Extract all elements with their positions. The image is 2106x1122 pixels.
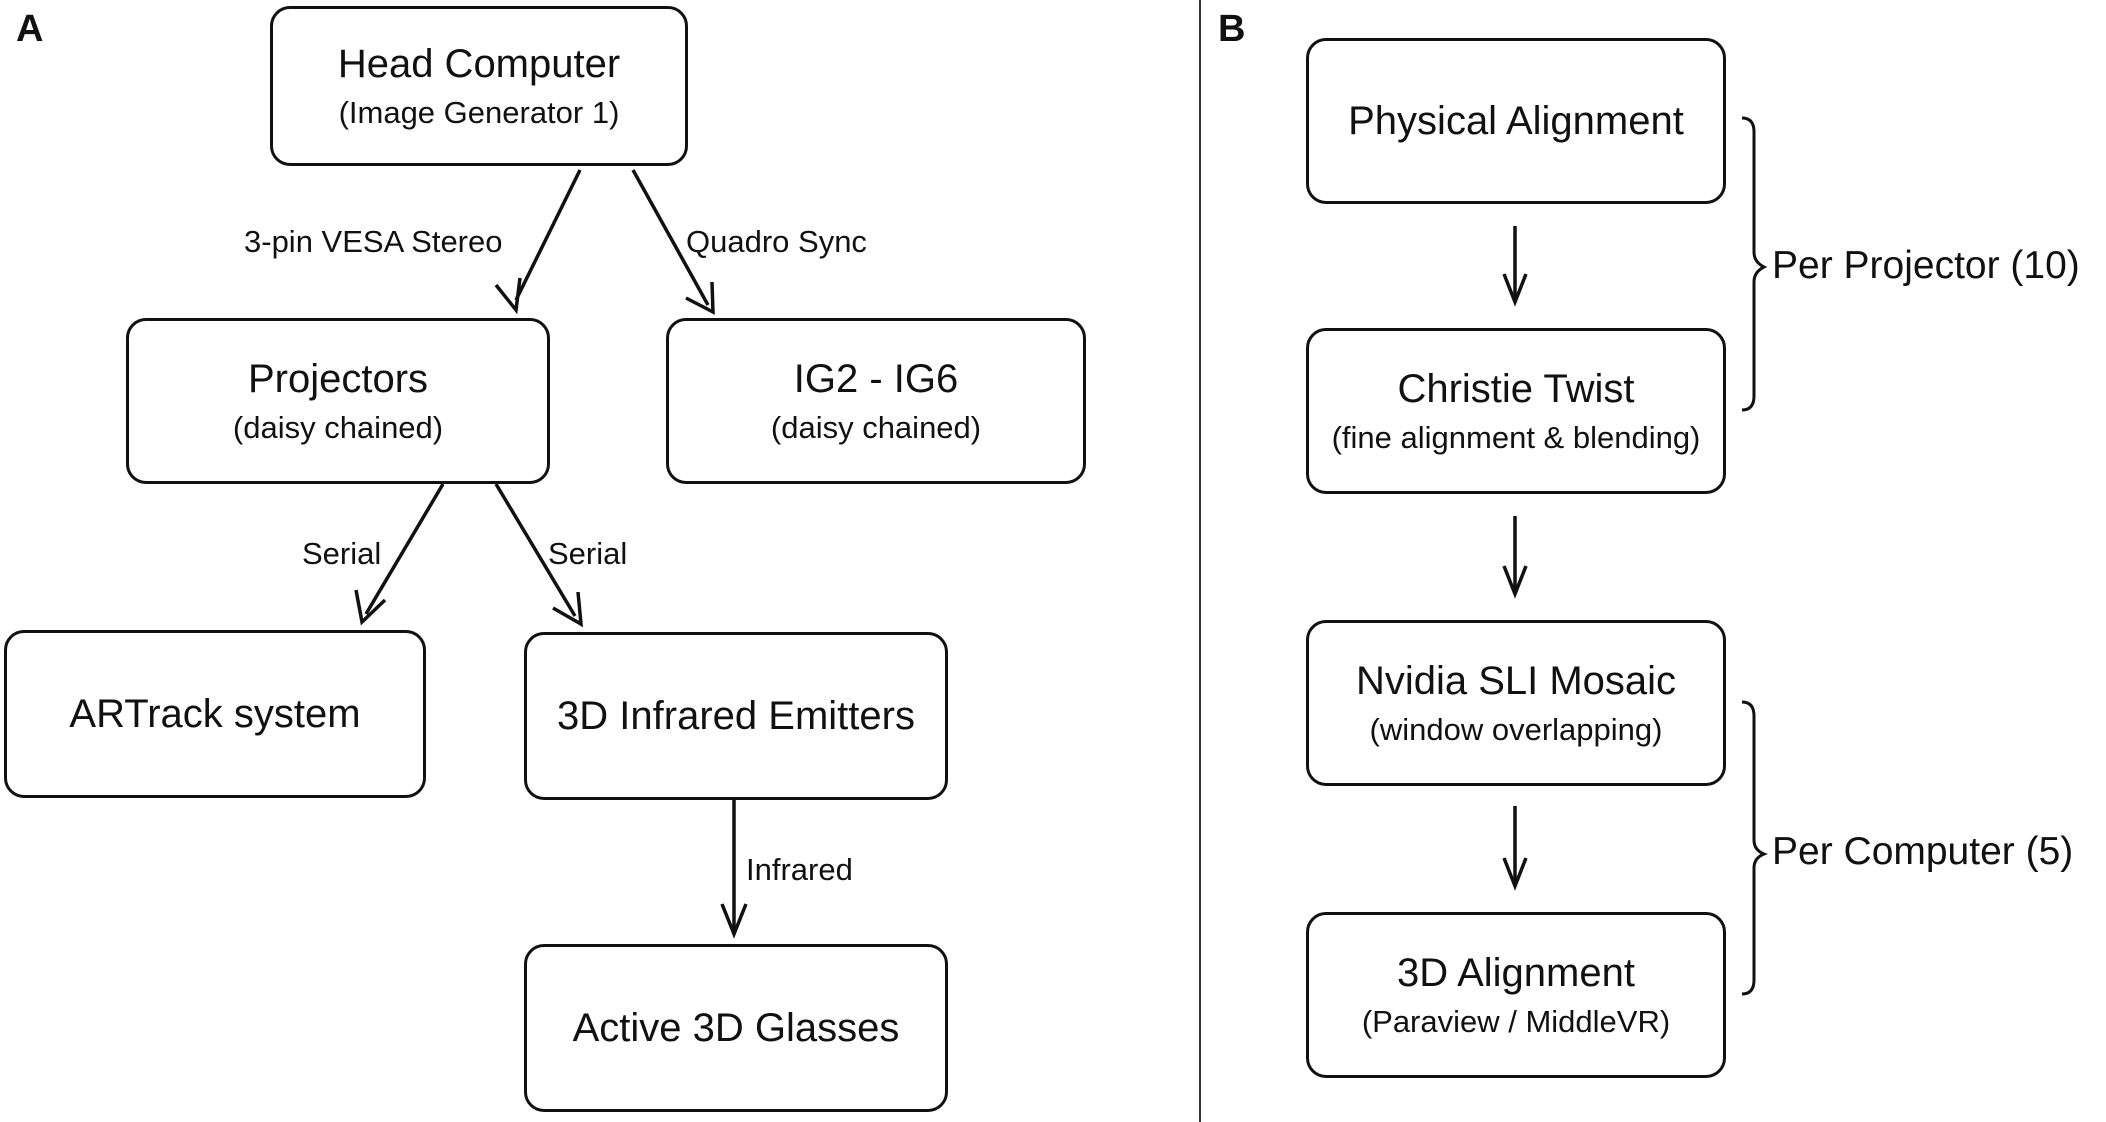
sli-mosaic-box: Nvidia SLI Mosaic (window overlapping) [1306,620,1726,786]
edge-label-serial-right: Serial [548,536,628,571]
projectors-subtitle: (daisy chained) [232,409,444,445]
edge-label-serial-left: Serial [302,536,382,571]
ig-title: IG2 - IG6 [793,356,959,401]
artrack-box: ARTrack system [4,630,426,798]
bracket-label-per-computer: Per Computer (5) [1772,830,2074,873]
arrow-physical-to-twist [1502,226,1528,307]
arrow-projectors-to-artrack [354,483,445,626]
sli-mosaic-subtitle: (window overlapping) [1369,711,1663,747]
head-computer-box: Head Computer (Image Generator 1) [270,6,688,166]
glasses-title: Active 3D Glasses [572,1006,900,1050]
glasses-box: Active 3D Glasses [524,944,948,1112]
arrow-projectors-to-emitters [494,483,584,628]
arrow-mosaic-to-3d [1502,806,1528,891]
sli-mosaic-title: Nvidia SLI Mosaic [1355,658,1677,703]
brace-per-computer [1741,700,1769,996]
emitters-box: 3D Infrared Emitters [524,632,948,800]
arrow-emitters-to-glasses [720,800,748,939]
christie-twist-box: Christie Twist (fine alignment & blendin… [1306,328,1726,494]
physical-alignment-title: Physical Alignment [1348,99,1684,143]
panel-b-label: B [1218,8,1246,50]
alignment-3d-title: 3D Alignment [1397,950,1635,995]
christie-twist-subtitle: (fine alignment & blending) [1331,419,1701,455]
edge-label-quadro: Quadro Sync [686,224,867,259]
projectors-title: Projectors [247,356,429,401]
christie-twist-title: Christie Twist [1397,366,1635,411]
panel-a-label: A [16,8,44,50]
alignment-3d-box: 3D Alignment (Paraview / MiddleVR) [1306,912,1726,1078]
arrow-twist-to-mosaic [1502,516,1528,599]
alignment-3d-subtitle: (Paraview / MiddleVR) [1361,1003,1671,1039]
head-computer-subtitle: (Image Generator 1) [338,94,620,130]
physical-alignment-box: Physical Alignment [1306,38,1726,204]
artrack-title: ARTrack system [69,692,361,736]
ig-box: IG2 - IG6 (daisy chained) [666,318,1086,484]
projectors-box: Projectors (daisy chained) [126,318,550,484]
edge-label-vesa: 3-pin VESA Stereo [244,224,503,259]
emitters-title: 3D Infrared Emitters [557,694,915,738]
arrow-head-to-ig [631,169,715,315]
bracket-label-per-projector: Per Projector (10) [1772,244,2080,287]
arrow-head-to-projectors [494,169,582,315]
brace-per-projector [1741,116,1768,412]
edge-label-infrared: Infrared [746,852,853,887]
head-computer-title: Head Computer [337,41,621,86]
ig-subtitle: (daisy chained) [770,409,982,445]
